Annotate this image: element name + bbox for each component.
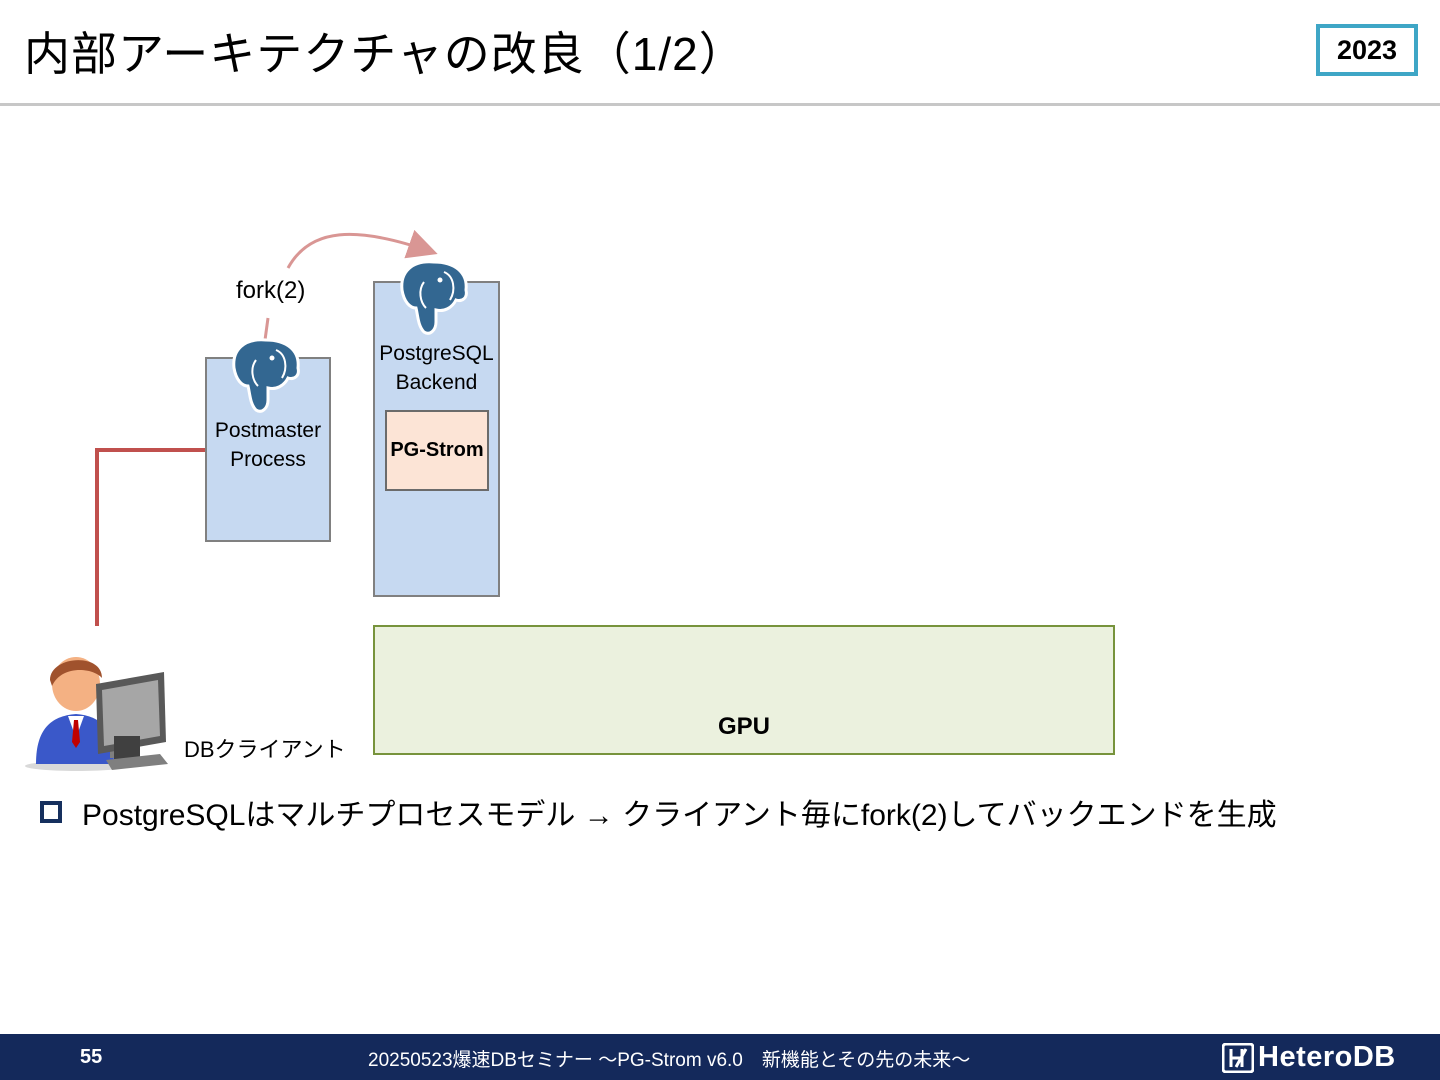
postgresql-elephant-icon [400, 260, 468, 335]
year-badge-label: 2023 [1336, 34, 1398, 65]
footer-title: 20250523爆速DBセミナー ～PG-Strom v6.0 新機能とその先の… [368, 1050, 971, 1071]
db-client-user-icon [25, 657, 168, 771]
postgresql-elephant-icon [232, 338, 300, 413]
slide-title: 内部アーキテクチャの改良（1/2） [24, 28, 746, 80]
fork-arrow-lower [263, 317, 270, 341]
postmaster-label-line1: Postmaster [214, 419, 322, 442]
bullet-text: PostgreSQLはマルチプロセスモデル → クライアント毎にfork(2)し… [82, 799, 1277, 832]
bullet-item: PostgreSQLはマルチプロセスモデル → クライアント毎にfork(2)し… [40, 790, 1277, 834]
year-badge: 2023 [1316, 24, 1418, 76]
postmaster-process-label: Postmaster Process [205, 416, 331, 474]
heterodb-logo-text: HeteroDB [1258, 1041, 1396, 1073]
postgresql-backend-label: PostgreSQL Backend [373, 339, 500, 397]
title-divider [0, 103, 1440, 106]
fork-arrow-upper [286, 229, 438, 269]
heterodb-logo-icon [1222, 1042, 1254, 1073]
backend-label-line2: Backend [395, 371, 478, 394]
client-connection-line [95, 448, 206, 626]
bullet-square-icon [40, 801, 62, 823]
pg-strom-label: PG-Strom [390, 439, 484, 461]
postmaster-label-line2: Process [230, 448, 306, 471]
heterodb-logo: HeteroDB [1222, 1041, 1396, 1074]
db-client-label: DBクライアント [184, 737, 346, 762]
page-number: 55 [80, 1046, 103, 1068]
pg-strom-module-box: PG-Strom [385, 410, 489, 491]
gpu-box: GPU [373, 625, 1115, 755]
backend-label-line1: PostgreSQL [379, 342, 494, 365]
slide-footer: 55 20250523爆速DBセミナー ～PG-Strom v6.0 新機能とそ… [0, 1034, 1440, 1080]
gpu-label: GPU [717, 713, 770, 740]
fork-label: fork(2) [236, 277, 306, 304]
